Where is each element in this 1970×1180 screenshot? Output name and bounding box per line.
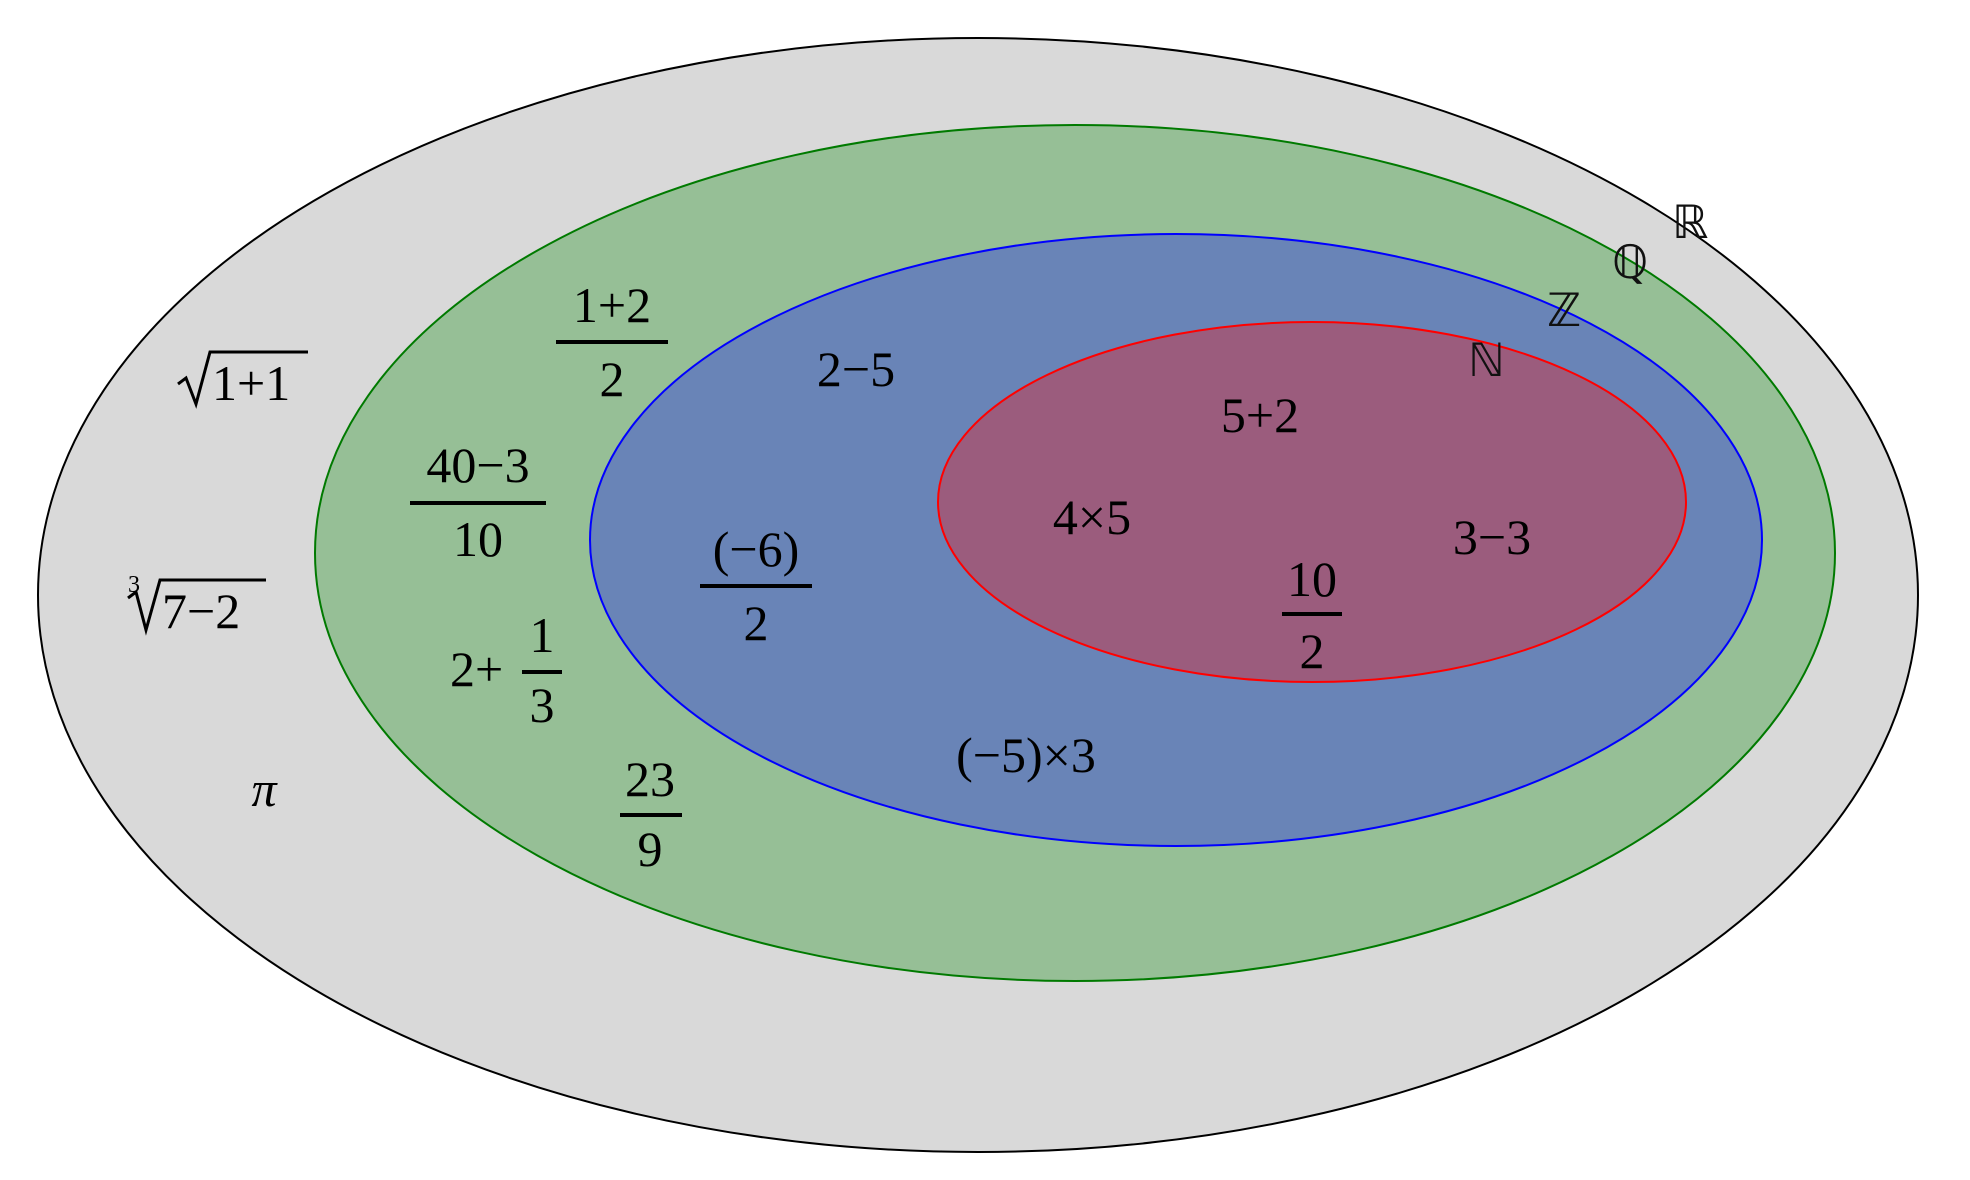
fraction-numerator: 40−3	[426, 437, 529, 493]
fraction-numerator: 1	[530, 607, 555, 663]
cube-root-sign	[127, 578, 266, 636]
cbrt-radicand: 7−2	[162, 583, 240, 639]
expression-3-minus-3: 3−3	[1453, 509, 1531, 565]
integer-numbers-label: ℤ	[1547, 283, 1581, 337]
fraction-neg6-over-2: (−6) 2	[700, 521, 812, 651]
fraction-denominator: 9	[638, 821, 663, 877]
fraction-denominator: 2	[744, 595, 769, 651]
fraction-23-over-9: 23 9	[620, 751, 682, 877]
mixed-whole-part: 2+	[450, 641, 503, 697]
expression-5-plus-2: 5+2	[1221, 387, 1299, 443]
fraction-numerator: (−6)	[713, 521, 800, 577]
sqrt-1-plus-1-expression: 1+1	[177, 350, 308, 411]
sqrt-radicand: 1+1	[212, 355, 290, 411]
fraction-denominator: 3	[530, 677, 555, 733]
fraction-numerator: 23	[625, 751, 675, 807]
fraction-numerator: 1+2	[573, 277, 651, 333]
square-root-sign	[177, 350, 308, 409]
fraction-denominator: 10	[453, 511, 503, 567]
natural-numbers-region	[937, 321, 1687, 683]
mixed-number-2-plus-one-third: 2+ 1 3	[450, 607, 562, 733]
real-numbers-label: ℝ	[1672, 195, 1708, 249]
cube-root-7-minus-2-expression: 3 7−2	[127, 572, 266, 639]
expression-neg5-times-3: (−5)×3	[956, 727, 1096, 783]
rational-numbers-label: ℚ	[1612, 235, 1648, 289]
fraction-10-over-2: 10 2	[1282, 551, 1342, 679]
expression-2-minus-5: 2−5	[817, 341, 895, 397]
natural-numbers-label: ℕ	[1468, 333, 1505, 387]
fraction-denominator: 2	[600, 351, 625, 407]
expression-4-times-5: 4×5	[1053, 489, 1131, 545]
fraction-numerator: 10	[1287, 551, 1337, 607]
fraction-40-minus-3-over-10: 40−3 10	[410, 437, 546, 567]
fraction-denominator: 2	[1300, 623, 1325, 679]
fraction-1-plus-2-over-2: 1+2 2	[556, 277, 668, 407]
pi-symbol: π	[251, 761, 278, 817]
